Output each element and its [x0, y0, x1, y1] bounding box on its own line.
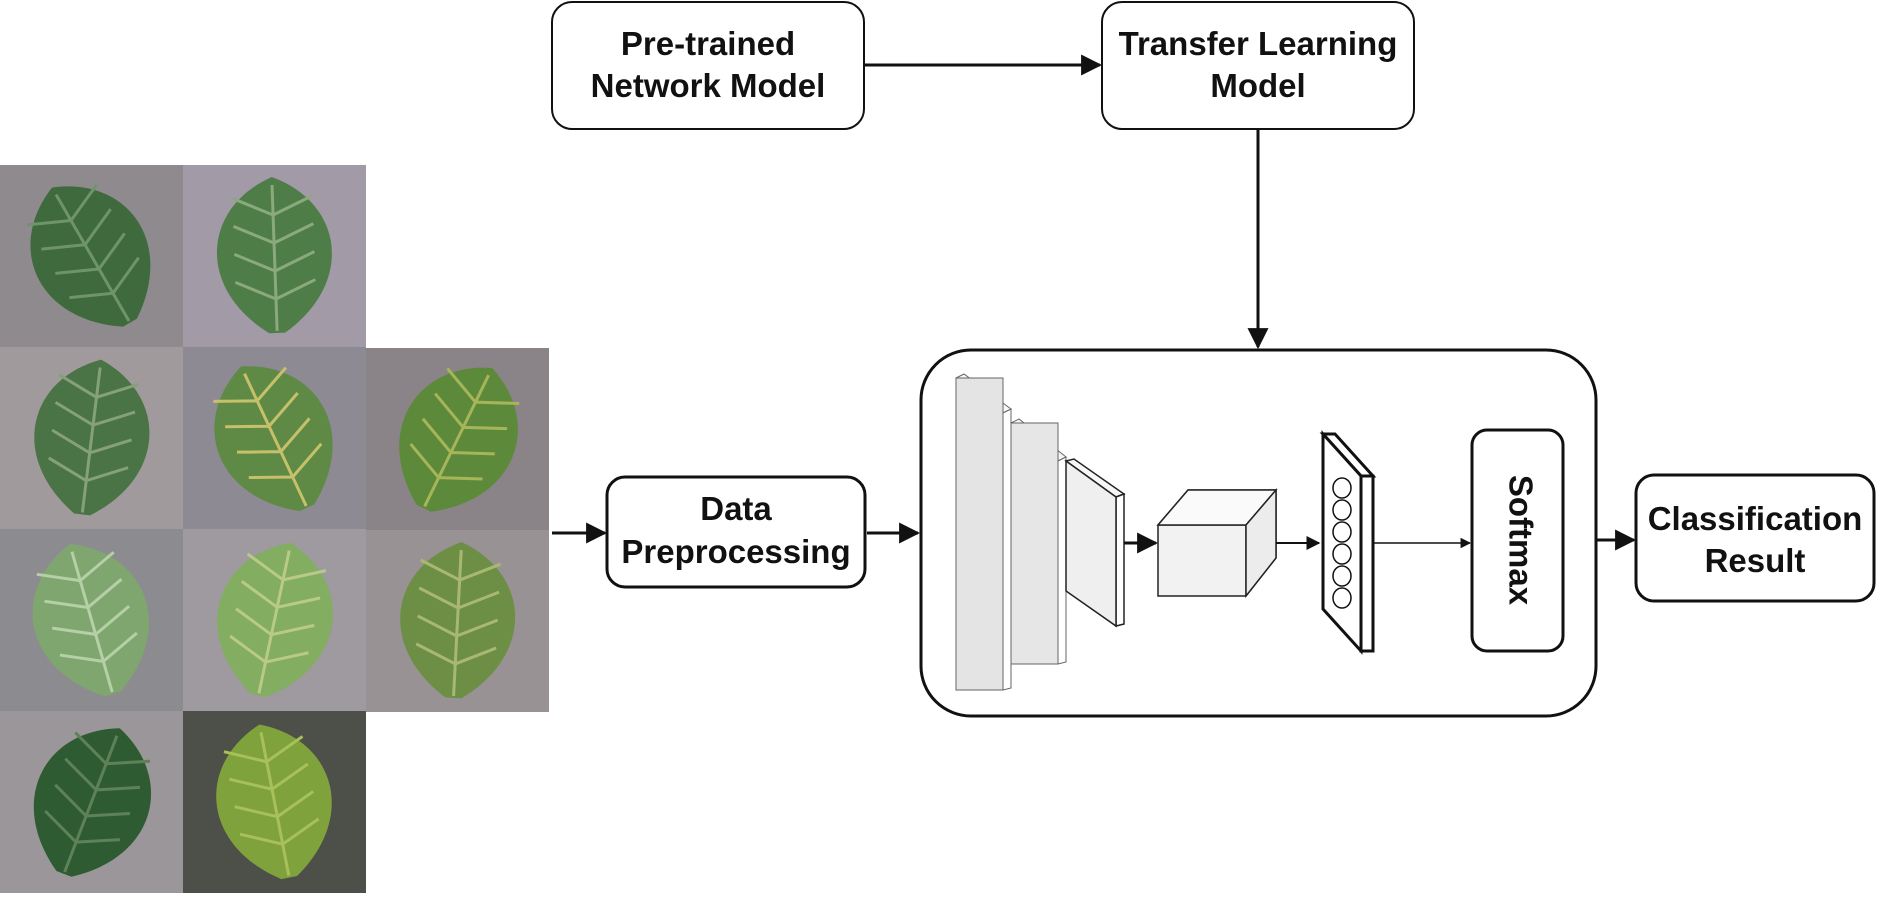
softmax-label: Softmax [1502, 475, 1539, 606]
leaf-vein [229, 550, 327, 694]
leaf-image-tile [183, 165, 366, 347]
pretrained-label-line1: Pre-trained [621, 25, 795, 62]
leaf-image-tile [0, 165, 183, 347]
preprocessing-label-line1: Data [700, 490, 772, 527]
leaf-image-tile [366, 348, 549, 530]
leaf-image-tile [366, 530, 549, 712]
pretrained-label-line2: Network Model [591, 67, 826, 104]
transfer-learning-box [1101, 1, 1415, 130]
dense-layer [1319, 430, 1377, 655]
pretrained-model-node: Pre-trained Network Model [551, 1, 865, 130]
dense-neuron [1332, 543, 1352, 565]
pretrained-model-box [551, 1, 865, 130]
dense-neuron [1332, 499, 1352, 521]
leaf-image-tile [183, 529, 366, 711]
transfer-learning-node: Transfer Learning Model [1101, 1, 1415, 130]
leaf-vein [415, 550, 502, 696]
preprocessing-node: Data Preprocessing [605, 475, 867, 589]
classification-result-box [1634, 473, 1876, 603]
softmax-box [1470, 428, 1565, 653]
leaf-image-tile [183, 347, 366, 529]
leaf-vein [213, 366, 323, 507]
dense-neuron [1332, 565, 1352, 587]
leaf-vein [409, 367, 520, 508]
preprocessing-label-line2: Preprocessing [621, 533, 850, 570]
result-label-line1: Classification [1648, 500, 1863, 537]
leaf-image-tile [183, 711, 366, 893]
conv-layer-1 [955, 373, 1012, 691]
classification-result-node: Classification Result [1634, 473, 1876, 603]
dense-neuron [1332, 477, 1352, 499]
leaf-vein [27, 184, 140, 322]
transfer-label-line1: Transfer Learning [1119, 25, 1398, 62]
dense-neuron [1332, 587, 1352, 609]
cnn-model-node: Softmax [919, 348, 1598, 718]
leaf-image-grid [0, 165, 549, 893]
leaf-vein [47, 367, 139, 513]
leaf-vein [36, 551, 138, 693]
leaf-vein [231, 184, 317, 332]
transfer-label-line2: Model [1210, 67, 1305, 104]
leaf-image-tile [0, 711, 183, 893]
pooling-cube [1156, 487, 1278, 599]
dense-neuron [1332, 521, 1352, 543]
conv-layer-2 [1010, 418, 1067, 665]
dense-neurons [1332, 477, 1352, 609]
conv-layer-3 [1064, 458, 1126, 628]
leaf-image-tile [0, 529, 183, 711]
result-label-line2: Result [1705, 542, 1806, 579]
leaf-vein [44, 731, 151, 873]
leaf-vein [223, 732, 320, 876]
leaf-image-tile [0, 347, 183, 529]
preprocessing-box [605, 475, 867, 589]
softmax-node: Softmax [1470, 428, 1565, 653]
